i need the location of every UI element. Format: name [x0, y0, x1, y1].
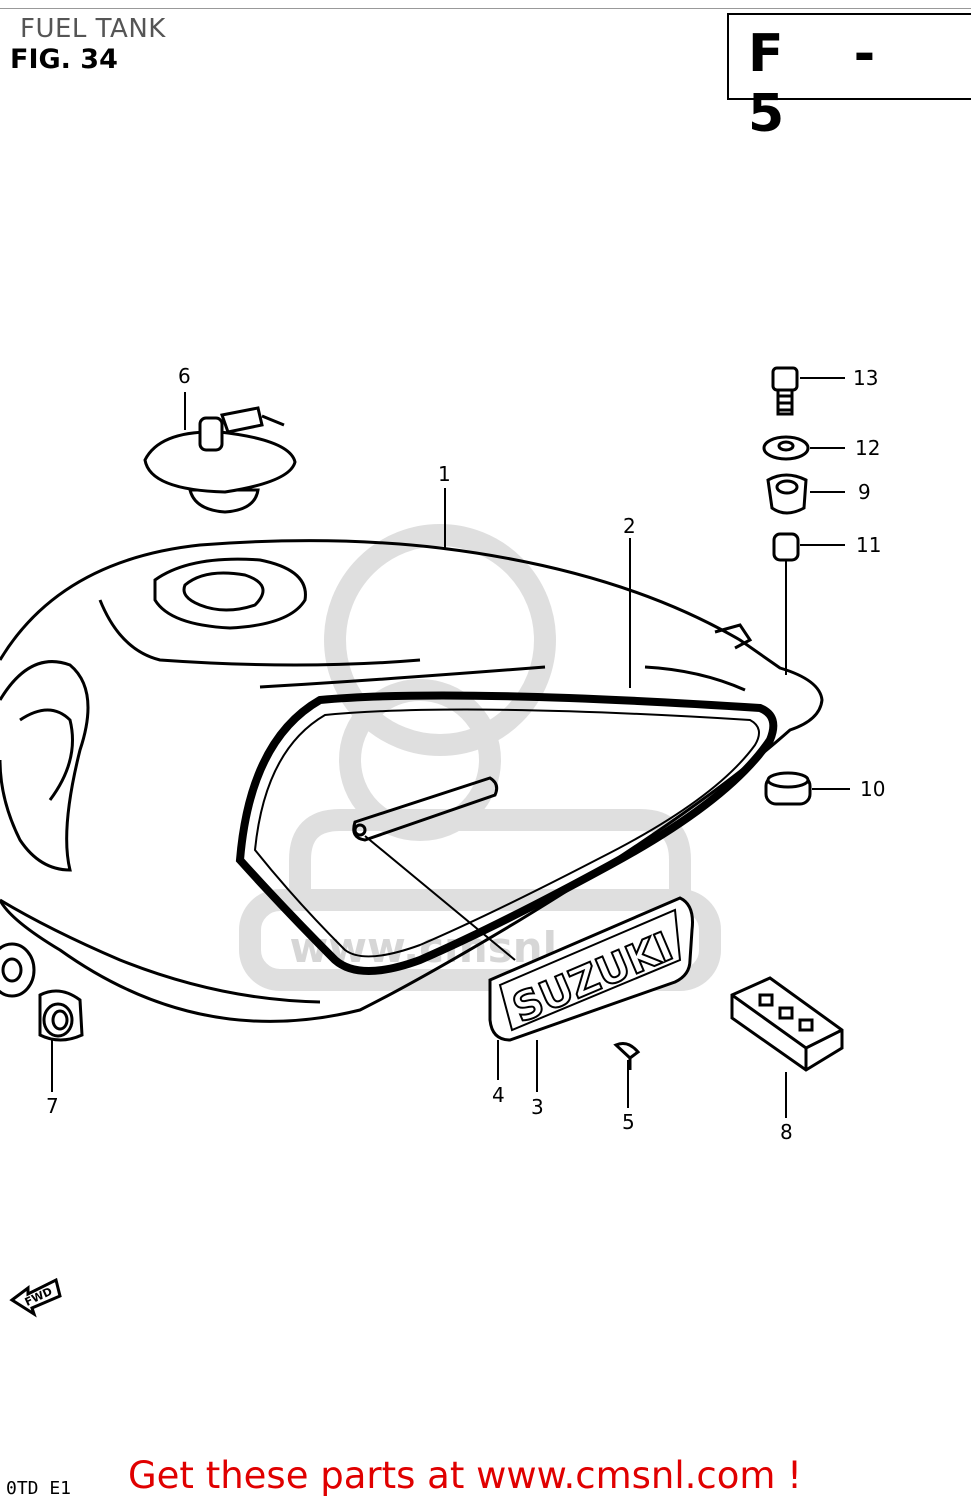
bolt — [771, 366, 799, 416]
tank-lower-edge — [0, 898, 321, 1004]
screw — [613, 1042, 641, 1070]
callout-6: 6 — [178, 364, 191, 388]
page-code-box — [727, 13, 971, 100]
tank-ridge — [98, 599, 421, 667]
drawing-code: 0TD E1 — [6, 1478, 72, 1499]
callout-8: 8 — [780, 1120, 793, 1144]
rubber-block — [730, 976, 844, 1072]
promo-link[interactable]: Get these parts at www.cmsnl.com ! — [128, 1454, 803, 1497]
callout-3: 3 — [531, 1095, 544, 1119]
watermark-logo — [239, 524, 721, 991]
callout-2: 2 — [623, 514, 636, 538]
figure-label: FIG. 34 — [10, 44, 118, 75]
fuel-tank — [0, 539, 824, 1023]
callout-10: 10 — [860, 777, 886, 801]
section-title: FUEL TANK — [20, 14, 166, 44]
rear-cushion — [764, 771, 812, 806]
emblem — [488, 896, 694, 1042]
knee-recess — [0, 660, 90, 872]
cushion — [766, 473, 808, 515]
washer — [762, 435, 810, 461]
callout-9: 9 — [858, 480, 871, 504]
tank-outline — [0, 539, 824, 1023]
top-rule — [0, 8, 971, 9]
filler-neck — [153, 557, 307, 630]
callout-5: 5 — [622, 1110, 635, 1134]
callout-13: 13 — [853, 366, 879, 390]
fuel-tank-diagram: www.cmsnl.com — [0, 366, 850, 1318]
tank-stripe — [235, 691, 778, 975]
filler-cap — [143, 406, 297, 514]
forward-arrow-icon — [9, 1277, 62, 1318]
callout-11: 11 — [856, 533, 882, 557]
callout-4: 4 — [492, 1083, 505, 1107]
collar — [772, 532, 800, 562]
page-code: F - 5 — [748, 24, 902, 144]
callout-12: 12 — [855, 436, 881, 460]
callout-1: 1 — [438, 462, 451, 486]
leader-lines — [51, 377, 850, 1118]
callout-7: 7 — [46, 1094, 59, 1118]
front-cushions — [0, 942, 84, 1042]
